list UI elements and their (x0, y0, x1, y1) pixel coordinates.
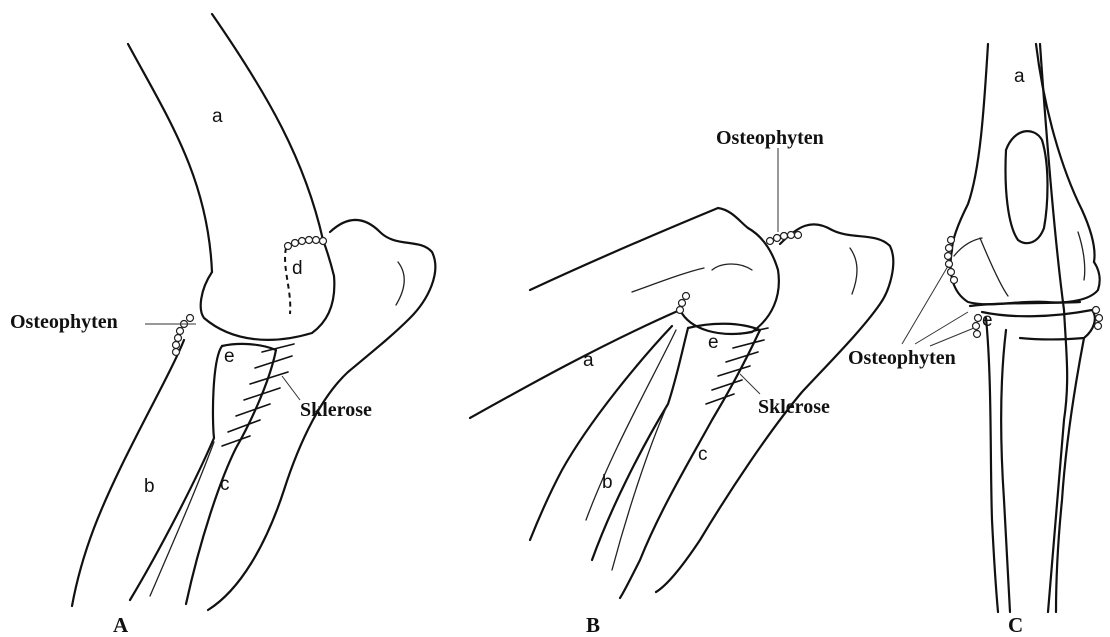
olecranon-inner-b (850, 248, 857, 294)
humerus-inner-b (632, 268, 704, 292)
humerus-c-left (952, 44, 988, 250)
term-c-osteophyte: Osteophyten (848, 347, 956, 369)
label-c-a: a (1014, 66, 1025, 87)
label-b-c: c (698, 444, 708, 465)
humerus-condyle-a (201, 240, 335, 340)
osteophyte-cluster-b-lower (677, 293, 690, 314)
condyle-inner-b (712, 264, 752, 270)
capitulum-dashed-a (285, 248, 290, 314)
panel-a: a d e b c Osteophyten Sklerose A (10, 14, 435, 637)
radius-thin-b (586, 330, 676, 520)
radius-c-right (1001, 330, 1010, 612)
ulna-inner-b (620, 324, 760, 598)
faint-right-c (1078, 232, 1085, 280)
label-a-c: c (220, 474, 230, 495)
osteophyte-cluster-b-upper (767, 232, 802, 245)
osteophyte-cluster-a-lower (173, 315, 194, 356)
radioulnar-line-a (150, 442, 214, 596)
radius-back-a (130, 346, 222, 600)
term-a-osteophyte: Osteophyten (10, 311, 118, 333)
condyle-inner-c (954, 238, 982, 256)
panel-caption-a: A (113, 613, 129, 637)
panel-caption-b: B (586, 613, 600, 637)
humerus-outline-a-back (212, 14, 323, 240)
label-a-a: a (212, 106, 223, 127)
radius-front-a (72, 340, 184, 606)
ulna-inner-a (186, 344, 276, 604)
humerus-c-condyles (951, 250, 1100, 304)
label-a-e: e (224, 346, 235, 367)
humerus-outline-b-bottom (470, 310, 680, 418)
panel-caption-c: C (1008, 613, 1023, 637)
panel-c: a e Osteophyten C (848, 44, 1103, 637)
panel-b: Osteophyten a e b c Sklerose B (470, 127, 893, 637)
label-a-b: b (144, 476, 155, 497)
ulna-c-outline (1040, 44, 1067, 612)
term-b-sclerosis: Sklerose (758, 396, 830, 418)
term-a-sclerosis: Sklerose (300, 399, 372, 421)
label-b-a: a (583, 350, 594, 371)
olecranon-fossa-c (1006, 131, 1048, 243)
osteophyte-cluster-a-upper (285, 237, 327, 250)
olecranon-inner-a (396, 262, 404, 305)
radial-head-c (982, 310, 1095, 340)
humerus-condyle-b (680, 228, 779, 334)
fossa-line-c (980, 238, 1008, 296)
ulna-thin-b (612, 408, 666, 570)
radius-c-left (986, 318, 998, 612)
osteophyte-cluster-c-joint (973, 315, 982, 338)
humerus-outline-a (128, 44, 212, 272)
label-c-e: e (982, 310, 993, 331)
label-b-b: b (602, 472, 613, 493)
label-b-e: e (708, 332, 719, 353)
humerus-outline-b-top (530, 208, 748, 290)
label-a-d: d (292, 258, 303, 279)
term-b-osteophyte: Osteophyten (716, 127, 824, 149)
